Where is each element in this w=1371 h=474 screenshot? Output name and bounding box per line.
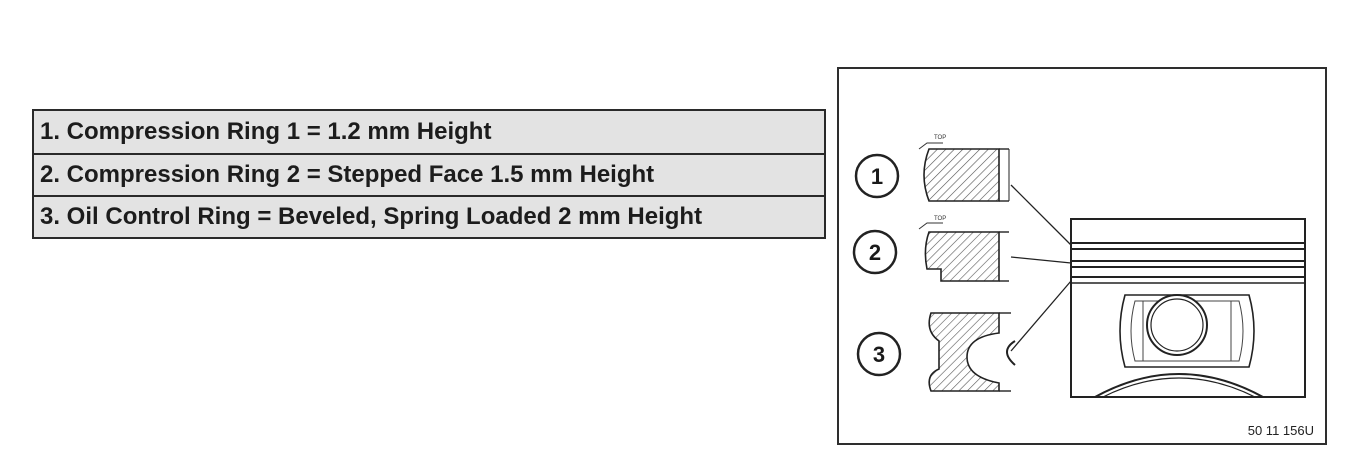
legend-row-3: 3. Oil Control Ring = Beveled, Spring Lo… [34,195,824,237]
ring-legend-table: 1. Compression Ring 1 = 1.2 mm Height 2.… [32,109,826,239]
top-mark-1: TOP [934,135,946,141]
callout-label-3: 3 [873,342,885,367]
ring-1-section: TOP [918,135,1010,202]
top-mark-2: TOP [934,216,946,222]
legend-text-3: 3. Oil Control Ring = Beveled, Spring Lo… [40,203,703,230]
ring-3-section [928,312,1016,392]
piston-ring-diagram: 1 2 3 TOP TOP [837,67,1327,445]
legend-text-1: 1. Compression Ring 1 = 1.2 mm Height [40,118,492,145]
callout-label-1: 1 [871,164,883,189]
callout-1: 1 [854,153,900,199]
diagram-canvas: 1 2 3 TOP TOP [852,135,1314,438]
ring-2-section: TOP [918,216,1009,282]
piston-body [1070,218,1306,398]
callout-2: 2 [852,229,898,275]
legend-text-2: 2. Compression Ring 2 = Stepped Face 1.5… [40,161,655,188]
callout-3: 3 [856,331,902,377]
legend-row-2: 2. Compression Ring 2 = Stepped Face 1.5… [34,153,824,195]
callout-label-2: 2 [869,240,881,265]
reference-code: 50 11 156U [1248,423,1314,438]
leader-lines [1010,184,1072,352]
legend-row-1: 1. Compression Ring 1 = 1.2 mm Height [34,111,824,153]
